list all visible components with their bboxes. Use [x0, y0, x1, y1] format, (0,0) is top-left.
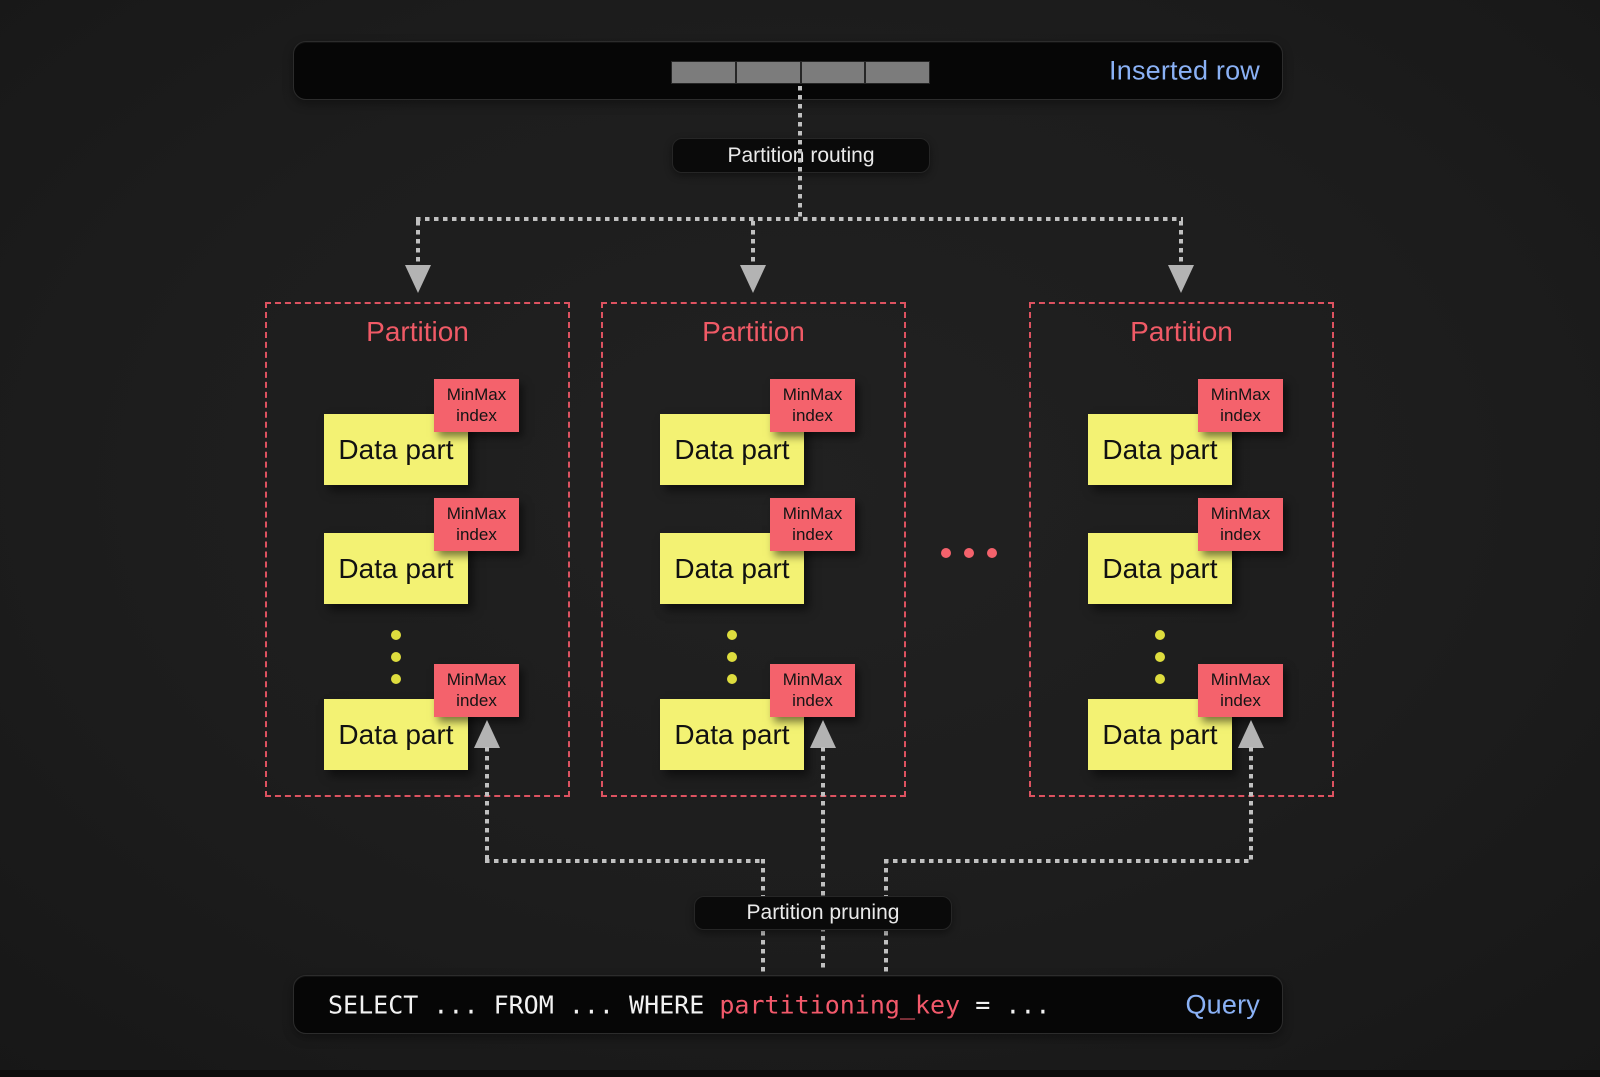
minmax-index-tag: MinMax index [1198, 664, 1283, 717]
inserted-row-segments-icon [671, 61, 930, 84]
data-part-box: Data part [324, 414, 468, 485]
flow-line-elbow-right [884, 859, 1253, 863]
ellipsis-dot [964, 548, 974, 558]
query-code-after: = ... [960, 990, 1051, 1019]
segment-cell [736, 62, 800, 83]
segment-cell [672, 62, 735, 83]
partition-box-1: Partition MinMax index Data part MinMax … [265, 302, 570, 797]
ellipsis-dot [987, 548, 997, 558]
arrow-down-icon [405, 265, 431, 293]
vertical-ellipsis-icon [1155, 630, 1165, 640]
minmax-index-tag: MinMax index [434, 664, 519, 717]
minmax-index-tag: MinMax index [1198, 379, 1283, 432]
more-partitions-ellipsis-icon [941, 548, 997, 558]
flow-line-feeder [798, 86, 802, 219]
flow-line-drop-1 [416, 221, 420, 265]
partition-title: Partition [702, 316, 805, 347]
minmax-index-tag: MinMax index [770, 664, 855, 717]
query-code-before: SELECT ... FROM ... WHERE [328, 990, 720, 1019]
minmax-index-tag: MinMax index [770, 498, 855, 551]
vertical-ellipsis-icon [1155, 674, 1165, 684]
minmax-index-tag: MinMax index [1198, 498, 1283, 551]
partition-title: Partition [366, 316, 469, 347]
bottom-edge-strip [0, 1070, 1600, 1077]
vertical-ellipsis-icon [727, 630, 737, 640]
inserted-row-label: Inserted row [1109, 55, 1260, 85]
partitioning-key-token: partitioning_key [719, 990, 961, 1019]
vertical-ellipsis-icon [391, 674, 401, 684]
flow-line-elbow-left [485, 859, 765, 863]
ellipsis-dot [941, 548, 951, 558]
arrow-down-icon [740, 265, 766, 293]
partition-title: Partition [1130, 316, 1233, 347]
query-bar: SELECT ... FROM ... WHERE partitioning_k… [293, 975, 1283, 1034]
flow-line-up-2 [821, 747, 825, 972]
query-code: SELECT ... FROM ... WHERE partitioning_k… [328, 990, 1050, 1019]
data-part-box: Data part [1088, 414, 1232, 485]
partition-box-3: Partition MinMax index Data part MinMax … [1029, 302, 1334, 797]
minmax-index-tag: MinMax index [434, 379, 519, 432]
flow-line-drop-3 [1179, 221, 1183, 265]
arrow-up-icon [1238, 720, 1264, 748]
partition-pruning-text: Partition pruning [746, 901, 900, 924]
minmax-index-tag: MinMax index [434, 498, 519, 551]
flow-line-distribution [416, 217, 1183, 221]
data-part-box: Data part [324, 533, 468, 604]
vertical-ellipsis-icon [391, 630, 401, 640]
flow-line-up-3 [1249, 747, 1253, 863]
segment-cell [801, 62, 865, 83]
partition-pruning-label: Partition pruning [694, 896, 952, 930]
arrow-up-icon [474, 720, 500, 748]
flow-line-up-1 [485, 747, 489, 863]
minmax-index-tag: MinMax index [770, 379, 855, 432]
partition-box-2: Partition MinMax index Data part MinMax … [601, 302, 906, 797]
arrow-down-icon [1168, 265, 1194, 293]
vertical-ellipsis-icon [727, 674, 737, 684]
query-label: Query [1185, 989, 1260, 1019]
flow-line-drop-2 [751, 221, 755, 265]
arrow-up-icon [810, 720, 836, 748]
data-part-box: Data part [1088, 533, 1232, 604]
vertical-ellipsis-icon [391, 652, 401, 662]
vertical-ellipsis-icon [727, 652, 737, 662]
vertical-ellipsis-icon [1155, 652, 1165, 662]
inserted-row-bar: Inserted row [293, 41, 1283, 100]
segment-cell [866, 62, 929, 83]
